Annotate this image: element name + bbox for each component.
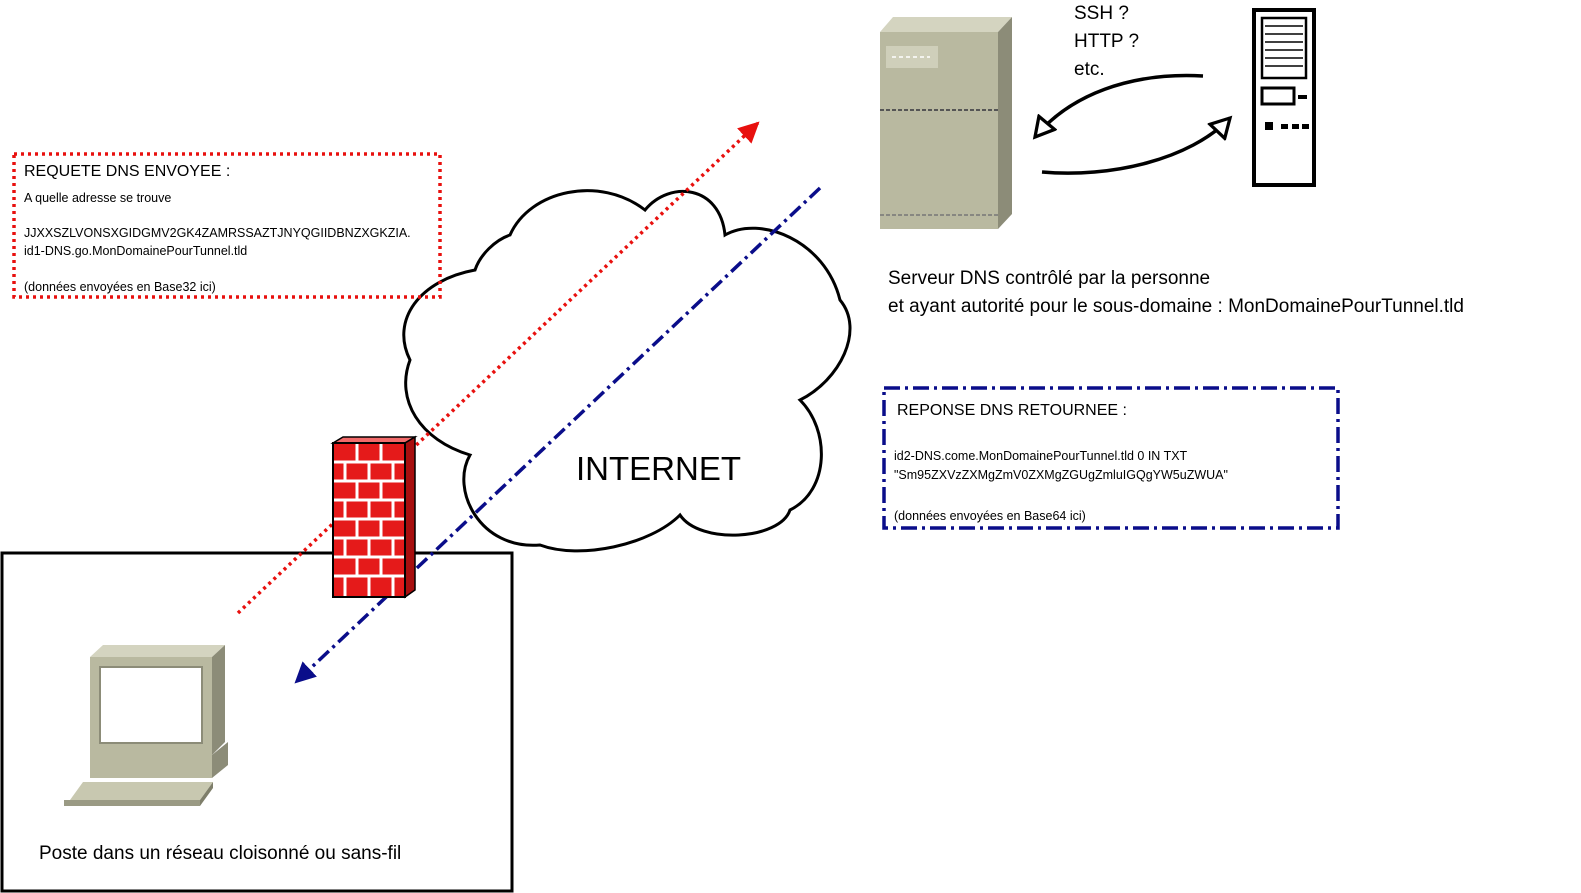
request-box-note: (données envoyées en Base32 ici) <box>24 280 216 294</box>
response-box-line1: id2-DNS.come.MonDomainePourTunnel.tld 0 … <box>894 449 1188 463</box>
protocol-etc: etc. <box>1074 59 1105 80</box>
tower-server-icon <box>880 17 1012 229</box>
protocol-ssh: SSH ? <box>1074 3 1129 24</box>
response-box-border <box>882 386 1340 530</box>
protocol-http: HTTP ? <box>1074 31 1140 52</box>
client-caption: Poste dans un réseau cloisonné ou sans-f… <box>39 843 402 864</box>
request-box-line3: id1-DNS.go.MonDomainePourTunnel.tld <box>24 244 248 258</box>
dns-server-caption-line2: et ayant autorité pour le sous-domaine :… <box>888 296 1464 317</box>
return-curve-arrow <box>1035 73 1204 137</box>
forward-curve-arrow <box>1041 118 1230 175</box>
request-box-line1: A quelle adresse se trouve <box>24 191 172 205</box>
workstation-tower-icon <box>1252 8 1316 187</box>
dns-server-caption-line1: Serveur DNS contrôlé par la personne <box>888 268 1211 289</box>
local-network-box <box>0 551 514 893</box>
request-box-line2: JJXXSZLVONSXGIDGMV2GK4ZAMRSSAZTJNYQGIIDB… <box>24 226 411 240</box>
request-box-title: REQUETE DNS ENVOYEE : <box>24 163 231 180</box>
request-box-border <box>12 152 442 299</box>
desktop-computer-icon <box>64 645 228 806</box>
response-arrow <box>294 186 822 684</box>
brick-firewall-icon <box>330 435 418 599</box>
request-arrow <box>236 121 760 615</box>
cloud-icon <box>402 189 852 553</box>
internet-label: INTERNET <box>576 450 741 487</box>
response-box-line2: "Sm95ZXVzZXMgZmV0ZXMgZGUgZmluIGQgYW5uZWU… <box>894 468 1228 482</box>
response-box-note: (données envoyées en Base64 ici) <box>894 509 1086 523</box>
response-box-title: REPONSE DNS RETOURNEE : <box>897 402 1127 419</box>
